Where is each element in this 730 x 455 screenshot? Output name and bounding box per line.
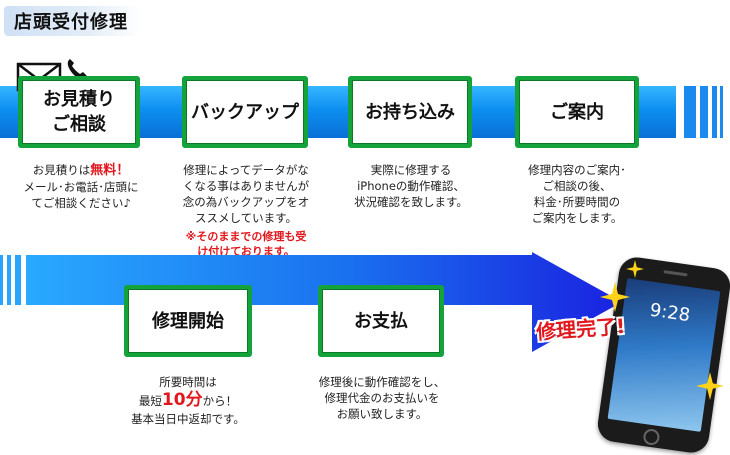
desc-text: てご相談ください♪	[31, 196, 131, 210]
step-repair-start: 修理開始	[124, 285, 252, 357]
title-background	[4, 6, 142, 36]
step-guidance: ご案内	[515, 76, 639, 148]
desc-text: 念の為バックアップをオ	[182, 195, 310, 209]
desc-text: 修理代金のお支払いを	[324, 391, 440, 405]
desc-text: ススメしています。	[194, 211, 297, 225]
desc-text: 最短	[138, 394, 162, 408]
desc-highlight: 10分	[161, 390, 203, 410]
desc-text: お見積りは	[32, 163, 91, 177]
step-label: ご案内	[550, 101, 604, 123]
step-label-line2: ご相談	[52, 114, 106, 135]
note-text: け付けております。	[197, 245, 295, 258]
desc-text: 料金･所要時間の	[533, 195, 621, 209]
step-label: バックアップ	[191, 101, 299, 123]
step-label-line1: お見積り	[43, 89, 115, 110]
desc-text: 修理後に動作確認をし、	[318, 375, 446, 389]
desc-highlight: 無料！	[90, 163, 130, 178]
desc-text: 実際に修理する	[370, 163, 452, 177]
telephone-icon	[67, 59, 87, 80]
step-description: 修理後に動作確認をし、 修理代金のお支払いを お願い致します。	[304, 374, 460, 422]
note-text: ※そのままでの修理も受	[185, 230, 307, 243]
step-description: 所要時間は 最短10分から！ 基本当日中返却です。	[112, 374, 264, 427]
step-description: 修理内容のご案内･ ご相談の後、 料金･所要時間の ご案内をします。	[502, 162, 652, 226]
desc-text: ご案内をします。	[531, 211, 623, 225]
sparkle-icon	[626, 260, 644, 278]
sparkle-icon	[696, 372, 724, 400]
repair-complete-label: 修理完了!	[535, 313, 626, 345]
step-note: ※そのままでの修理も受 け付けております。	[170, 229, 322, 259]
desc-text: 修理によってデータがな	[183, 163, 309, 177]
step-estimate-consult: お見積り ご相談	[18, 76, 140, 148]
desc-text: 所要時間は	[159, 375, 217, 389]
step-description: 実際に修理する iPhoneの動作確認、 状況確認を致します。	[336, 162, 486, 210]
band-stripe	[684, 86, 696, 138]
desc-text: くなる事はありませんが	[182, 179, 310, 193]
step-label: 修理開始	[152, 310, 224, 332]
band-stripe	[700, 86, 708, 138]
step-label: お支払	[354, 310, 408, 332]
desc-text: 状況確認を致します。	[354, 195, 468, 209]
desc-text: ご相談の後、	[542, 179, 612, 193]
desc-text: 基本当日中返却です。	[131, 412, 245, 426]
lockscreen-time: 9:28	[648, 299, 692, 327]
page-title: 店頭受付修理	[14, 12, 128, 33]
band-stripe	[720, 86, 723, 138]
step-label: お持ち込み	[365, 101, 455, 123]
speaker-grille	[663, 270, 688, 277]
home-button	[642, 428, 661, 447]
step-description: 修理によってデータがな くなる事はありませんが 念の為バックアップをオ ススメし…	[170, 162, 322, 226]
desc-text: メール･お電話･店頭に	[23, 180, 139, 194]
step-payment: お支払	[318, 285, 444, 357]
step-bring-in: お持ち込み	[348, 76, 472, 148]
step-description: お見積りは無料！ メール･お電話･店頭に てご相談ください♪	[6, 162, 156, 211]
desc-text: から！	[202, 394, 238, 408]
step-backup: バックアップ	[182, 76, 308, 148]
sparkle-icon	[600, 282, 630, 312]
band-stripe	[712, 86, 717, 138]
desc-text: 修理内容のご案内･	[528, 163, 626, 177]
desc-text: iPhoneの動作確認、	[357, 179, 465, 193]
desc-text: お願い致します。	[336, 407, 428, 421]
